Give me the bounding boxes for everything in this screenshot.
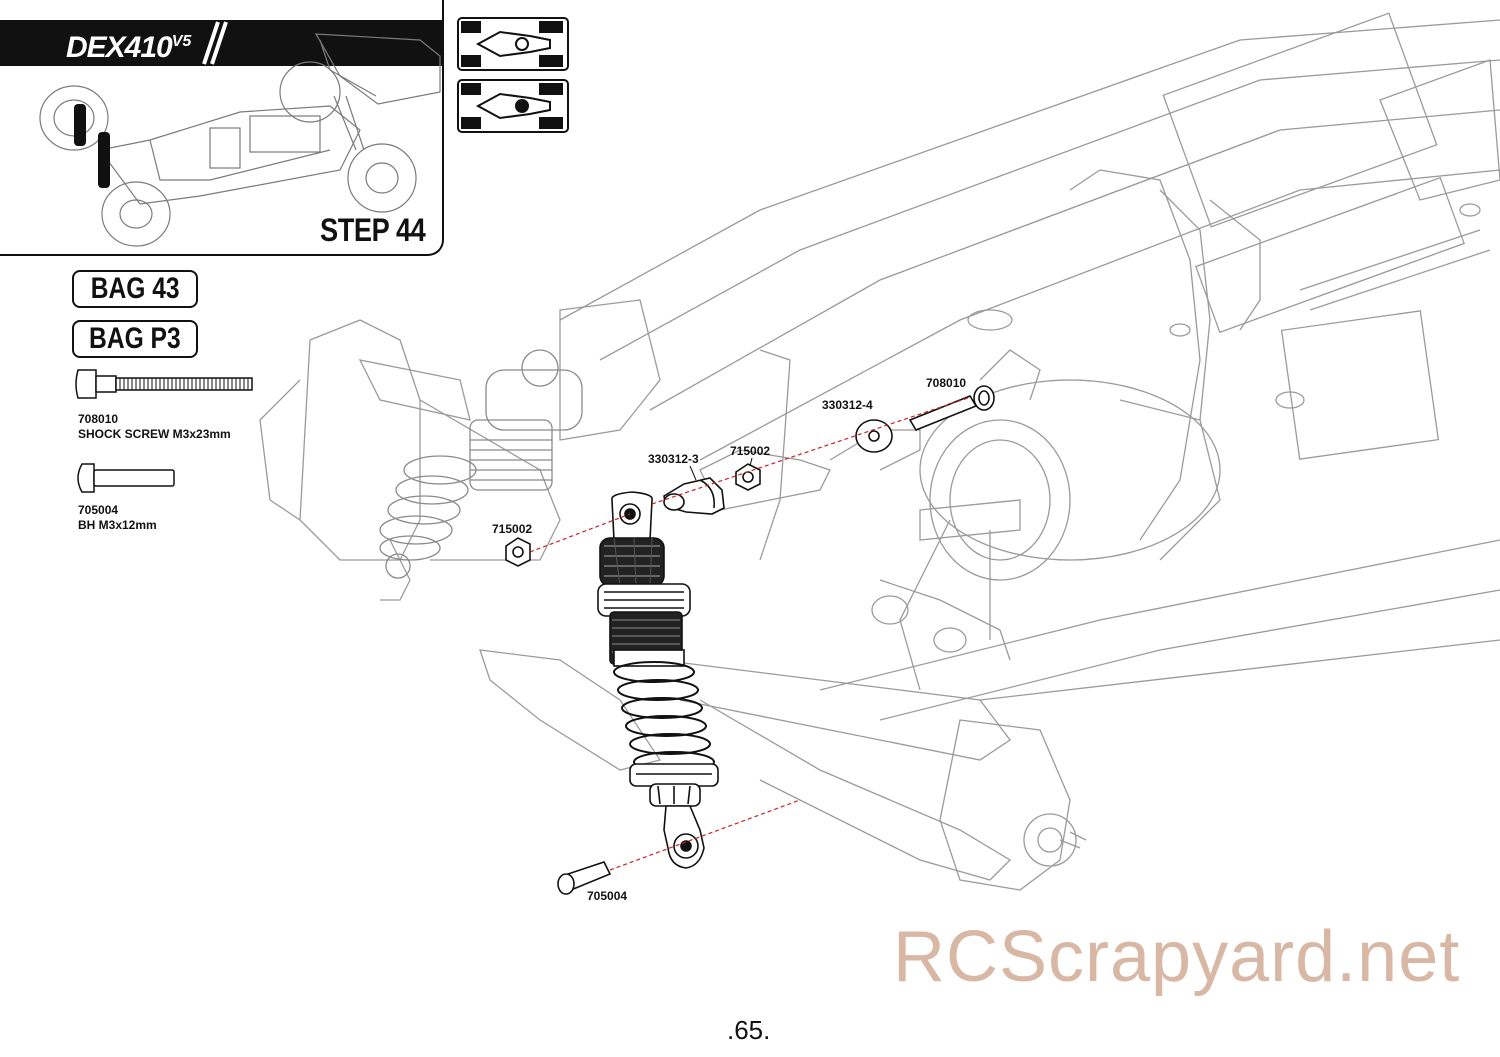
part-code-705004: 705004 — [78, 503, 119, 517]
callout-leaders — [689, 457, 753, 481]
brand-bar-stripes — [202, 21, 228, 65]
bh-screw-icon — [77, 463, 175, 493]
brand-logo: DEX410V5 — [66, 31, 192, 64]
callout-705004: 705004 — [587, 889, 628, 903]
page-number: .65. — [727, 1015, 771, 1045]
position-diagram-top — [457, 17, 569, 71]
nyloc-nut-715002-top — [735, 463, 761, 491]
part-name-708010: SHOCK SCREW M3x23mm — [78, 427, 231, 441]
shock-body — [597, 583, 691, 667]
shock-spring — [613, 661, 715, 773]
part-name-705004: BH M3x12mm — [78, 518, 157, 532]
step-title: STEP 44 — [320, 212, 426, 248]
watermark: RCScrapyard.net — [893, 917, 1461, 997]
callout-330312-4: 330312-4 — [822, 398, 873, 412]
part-code-708010: 708010 — [78, 412, 119, 426]
nyloc-nut-715002-left — [505, 537, 531, 567]
chassis-linework — [259, 12, 1500, 891]
overview-car-thumbnail — [39, 33, 441, 247]
shock-screw-708010 — [908, 385, 995, 431]
shock-top-mount — [611, 491, 653, 541]
callout-715002-top: 715002 — [730, 444, 771, 458]
assembly-guide-lines — [529, 397, 969, 871]
washer-330312-4 — [855, 419, 893, 453]
shock-pivot-ball — [663, 477, 725, 515]
thumbnail-shock-highlights — [74, 104, 110, 188]
callout-330312-3: 330312-3 — [648, 452, 699, 466]
shock-screw-icon — [75, 369, 253, 399]
shock-rod-end — [663, 805, 705, 869]
bh-screw-705004 — [557, 861, 612, 895]
position-diagram-bottom — [457, 79, 569, 133]
top-hardware — [505, 385, 995, 895]
shock-cap — [599, 537, 665, 587]
bag-label-43: BAG 43 — [72, 270, 198, 308]
bag-label-p3: BAG P3 — [72, 320, 198, 358]
callout-708010: 708010 — [926, 376, 967, 390]
shock-lower-collar — [629, 763, 719, 807]
installed-shock-left — [379, 349, 583, 579]
shock-absorber — [597, 491, 719, 869]
callout-715002-left: 715002 — [492, 522, 533, 536]
